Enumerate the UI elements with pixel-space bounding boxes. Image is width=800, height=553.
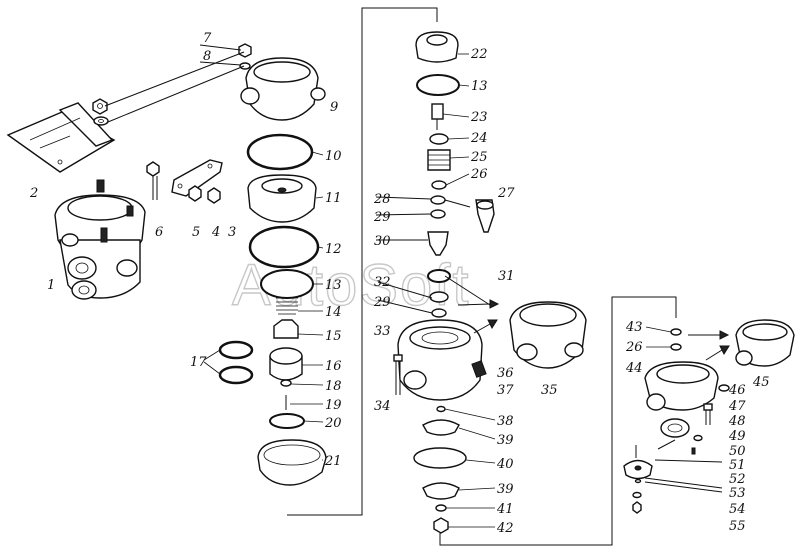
label-part-18: 18 xyxy=(325,379,342,394)
label-part-37: 37 xyxy=(497,383,514,398)
nut-and-washer xyxy=(92,43,252,126)
label-part-49: 49 xyxy=(728,429,746,444)
label-part-33: 33 xyxy=(374,324,391,339)
label-part-36: 36 xyxy=(497,366,514,381)
label-part-54: 54 xyxy=(729,502,746,517)
label-part-22: 22 xyxy=(470,47,488,62)
assembly-arrows xyxy=(457,299,730,361)
label-part-50: 50 xyxy=(729,444,746,459)
label-part-48: 48 xyxy=(728,414,746,429)
label-part-26: 26 xyxy=(470,167,488,182)
label-part-9: 9 xyxy=(330,100,338,115)
center-parts-stack xyxy=(393,31,495,534)
label-part-16: 16 xyxy=(325,359,342,374)
label-part-27: 27 xyxy=(497,186,515,201)
label-part-45: 45 xyxy=(752,375,770,390)
assembled-housing xyxy=(509,301,587,369)
label-part-29-b: 29 xyxy=(373,295,391,310)
label-part-42: 42 xyxy=(496,521,514,536)
leader-lines-7-8 xyxy=(104,44,245,123)
label-part-40: 40 xyxy=(496,457,514,472)
label-part-3: 3 xyxy=(228,225,236,240)
label-part-11: 11 xyxy=(325,191,342,206)
label-part-53: 53 xyxy=(729,486,746,501)
label-part-43: 43 xyxy=(625,320,643,335)
label-part-28: 28 xyxy=(373,192,391,207)
label-part-41: 41 xyxy=(496,502,514,517)
valve-cover-part xyxy=(240,57,326,121)
label-part-15: 15 xyxy=(325,329,342,344)
label-part-55: 55 xyxy=(729,519,746,534)
label-part-1: 1 xyxy=(47,278,55,293)
small-bracket-with-fasteners xyxy=(146,159,223,204)
label-part-4: 4 xyxy=(211,225,220,240)
label-part-23: 23 xyxy=(470,110,488,125)
label-part-44: 44 xyxy=(625,361,643,376)
label-part-14: 14 xyxy=(325,305,342,320)
label-part-39-b: 39 xyxy=(497,482,514,497)
label-part-52: 52 xyxy=(729,472,746,487)
label-part-19: 19 xyxy=(325,398,342,413)
label-part-7: 7 xyxy=(203,31,212,46)
label-part-13-center: 13 xyxy=(471,79,488,94)
label-part-46: 46 xyxy=(728,383,746,398)
label-part-39: 39 xyxy=(497,433,514,448)
label-part-17: 17 xyxy=(190,355,207,370)
label-part-29: 29 xyxy=(373,210,391,225)
leader-lines-right xyxy=(644,439,723,493)
label-part-30: 30 xyxy=(374,234,391,249)
label-part-24: 24 xyxy=(470,131,488,146)
label-part-21: 21 xyxy=(324,454,342,469)
label-part-38: 38 xyxy=(497,414,514,429)
part-number-labels: 1 2 3 4 5 6 7 8 9 10 11 12 13 14 15 16 1… xyxy=(29,31,770,536)
label-part-10: 10 xyxy=(325,149,342,164)
label-part-6: 6 xyxy=(155,225,163,240)
valve-assembly xyxy=(54,179,146,300)
label-part-13: 13 xyxy=(325,278,342,293)
label-part-34: 34 xyxy=(374,399,391,414)
label-part-8: 8 xyxy=(203,49,211,64)
label-part-5: 5 xyxy=(192,225,200,240)
label-part-20: 20 xyxy=(324,416,342,431)
leader-lines-center xyxy=(375,196,491,314)
label-leader-ticks xyxy=(203,53,672,528)
label-part-51: 51 xyxy=(729,458,746,473)
label-part-25: 25 xyxy=(470,150,488,165)
label-part-35: 35 xyxy=(541,383,558,398)
assembly-connector-lines xyxy=(287,7,677,546)
label-part-47: 47 xyxy=(728,399,746,414)
right-parts-group xyxy=(623,319,795,514)
label-part-31: 31 xyxy=(498,269,515,284)
label-part-12: 12 xyxy=(325,242,342,257)
label-part-26-right: 26 xyxy=(625,340,643,355)
bracket-part xyxy=(6,102,116,173)
label-part-2: 2 xyxy=(29,186,38,201)
label-part-32: 32 xyxy=(374,275,391,290)
